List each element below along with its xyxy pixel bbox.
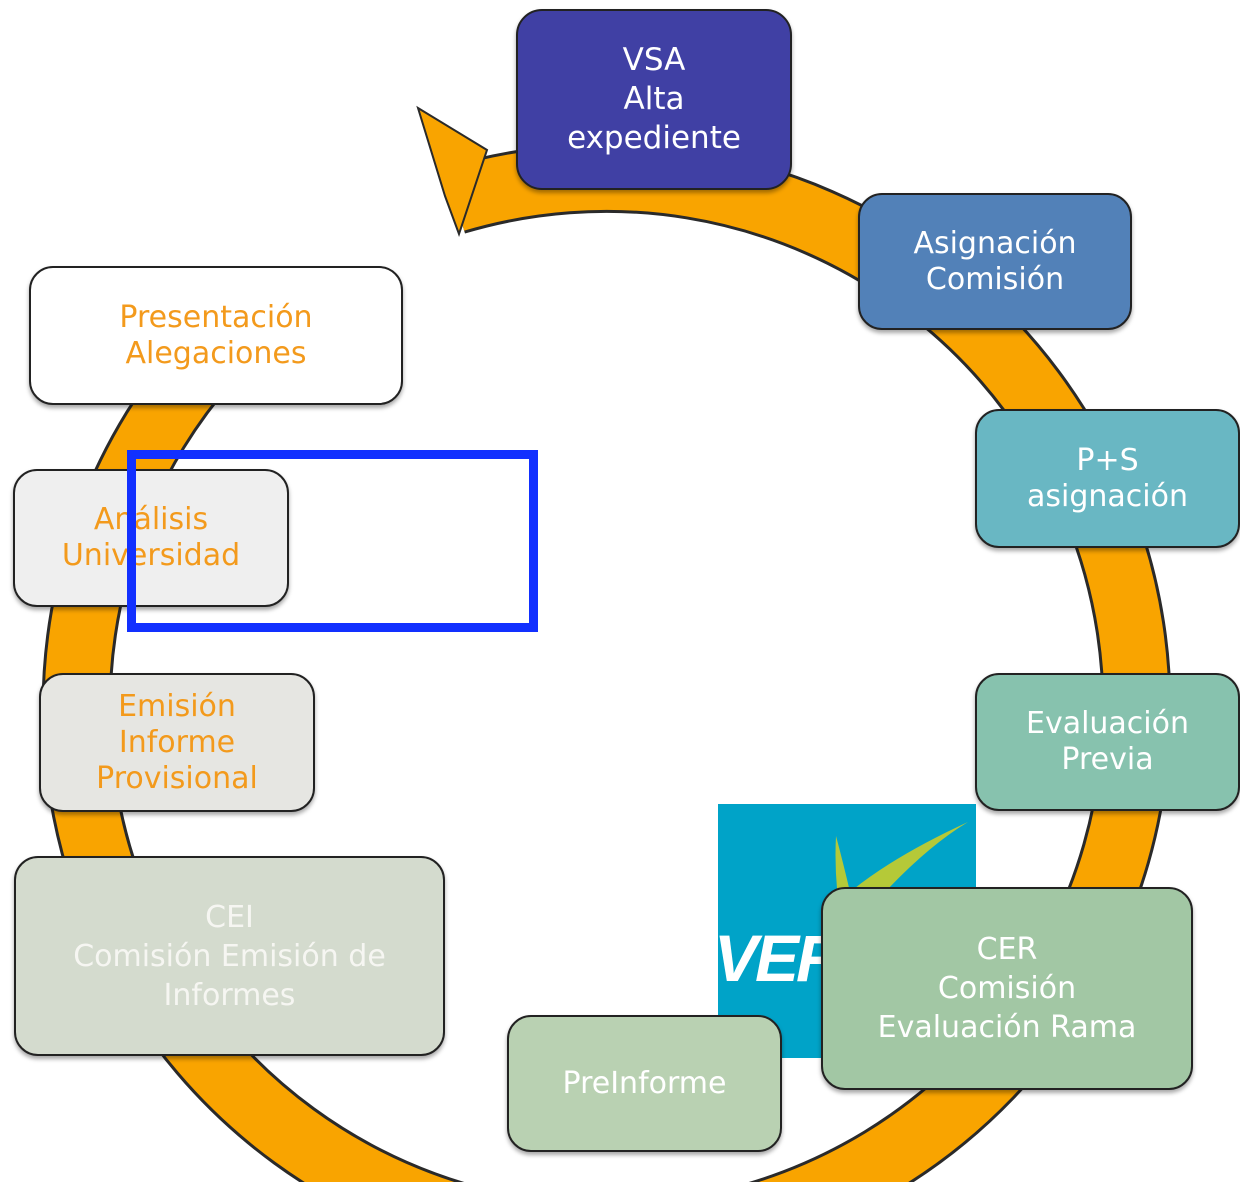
node-line: Evaluación Rama bbox=[877, 1010, 1137, 1045]
node-line: expediente bbox=[567, 119, 741, 156]
node-line: Informes bbox=[163, 977, 296, 1013]
node-evaluacion-previa[interactable]: Evaluación Previa bbox=[975, 673, 1240, 811]
node-line: VSA bbox=[622, 42, 686, 79]
node-cei[interactable]: CEI Comisión Emisión de Informes bbox=[14, 856, 445, 1056]
node-line: Presentación bbox=[119, 299, 313, 335]
node-line: P+S bbox=[1076, 442, 1139, 478]
node-cer[interactable]: CER Comisión Evaluación Rama bbox=[821, 887, 1193, 1090]
node-line: Provisional bbox=[96, 760, 258, 796]
node-presentacion-alegaciones[interactable]: Presentación Alegaciones bbox=[29, 266, 403, 405]
node-line: Análisis bbox=[93, 502, 209, 537]
node-emision-informe-provisional[interactable]: Emisión Informe Provisional bbox=[39, 673, 315, 812]
node-analisis-universidad[interactable]: Análisis Universidad bbox=[13, 469, 289, 607]
node-line: asignación bbox=[1027, 478, 1188, 514]
node-preinforme[interactable]: PreInforme bbox=[507, 1015, 782, 1152]
node-line: Asignación bbox=[913, 225, 1077, 261]
selection-rectangle[interactable] bbox=[127, 450, 538, 632]
node-line: PreInforme bbox=[562, 1065, 727, 1101]
node-line: Comisión bbox=[937, 971, 1077, 1006]
node-line: Informe bbox=[118, 724, 236, 760]
node-line: Evaluación bbox=[1025, 706, 1190, 741]
node-line: Emisión bbox=[118, 688, 236, 724]
node-line: Comisión bbox=[925, 261, 1065, 297]
node-line: CEI bbox=[205, 899, 254, 935]
node-ps-asignacion[interactable]: P+S asignación bbox=[975, 409, 1240, 548]
node-line: CER bbox=[976, 932, 1038, 967]
node-line: Previa bbox=[1061, 742, 1154, 777]
node-line: Comisión Emisión de bbox=[73, 938, 386, 974]
arrow-head bbox=[416, 105, 489, 238]
node-line: Universidad bbox=[61, 538, 241, 573]
node-line: Alta bbox=[623, 81, 685, 118]
node-line: Alegaciones bbox=[125, 335, 307, 371]
node-vsa-alta-expediente[interactable]: VSA Alta expediente bbox=[516, 9, 792, 190]
node-asignacion-comision[interactable]: Asignación Comisión bbox=[858, 193, 1132, 330]
